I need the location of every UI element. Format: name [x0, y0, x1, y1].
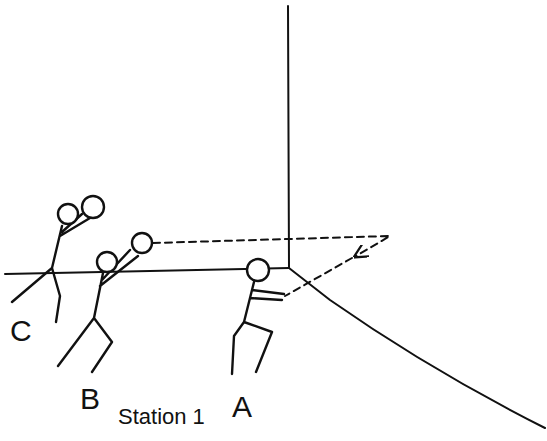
player-label: C	[10, 316, 32, 346]
ball-path	[153, 236, 390, 256]
player-label: A	[232, 392, 252, 422]
wall-corner	[288, 6, 289, 268]
station-label: Station 1	[118, 406, 205, 428]
floor-line	[289, 268, 545, 428]
player-figure	[12, 196, 284, 374]
ball-path	[285, 258, 352, 296]
player-label: B	[80, 384, 100, 414]
